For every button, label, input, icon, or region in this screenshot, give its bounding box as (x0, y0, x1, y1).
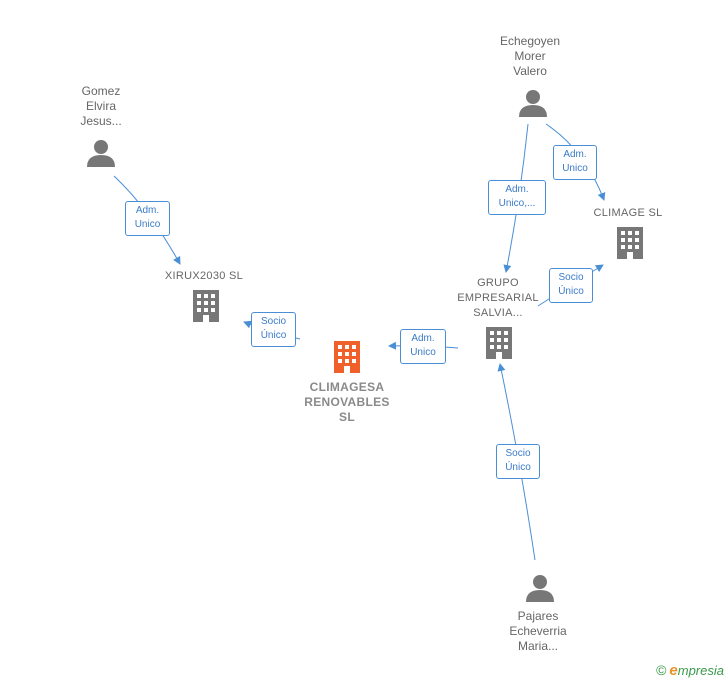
edge-label-gomez-xirux[interactable]: Adm. Unico (125, 201, 170, 236)
person-icon-gomez[interactable] (87, 140, 115, 167)
building-icon-climagesa[interactable] (334, 341, 360, 373)
person-icon-pajares[interactable] (526, 575, 554, 602)
building-icon-xirux[interactable] (193, 290, 219, 322)
edge-label-grupo-climagesa[interactable]: Adm. Unico (400, 329, 446, 364)
copyright-icon: © (656, 662, 667, 678)
node-label-echegoyen[interactable]: Echegoyen Morer Valero (499, 34, 561, 78)
building-icon-climage[interactable] (617, 227, 643, 259)
person-icon-echegoyen[interactable] (519, 90, 547, 117)
node-label-climage[interactable]: CLIMAGE SL (593, 207, 663, 219)
node-label-pajares[interactable]: Pajares Echeverria Maria... (509, 609, 567, 653)
edge-label-echegoyen-climage[interactable]: Adm. Unico (553, 145, 597, 180)
node-label-grupo[interactable]: GRUPO EMPRESARIAL SALVIA... (457, 277, 539, 319)
edge-label-echegoyen-grupo[interactable]: Adm. Unico,... (488, 180, 546, 215)
brand-logo-initial: e (669, 662, 678, 679)
node-label-xirux[interactable]: XIRUX2030 SL (164, 270, 244, 282)
node-label-gomez[interactable]: Gomez Elvira Jesus... (80, 84, 122, 128)
edge-label-pajares-grupo[interactable]: Socio Único (496, 444, 540, 479)
copyright-brand: ©empresia (656, 662, 724, 679)
building-icon-grupo[interactable] (486, 327, 512, 359)
edge-label-grupo-climage[interactable]: Socio Único (549, 268, 593, 303)
node-label-climagesa[interactable]: CLIMAGESA RENOVABLES SL (304, 380, 390, 424)
edge-label-climagesa-xirux[interactable]: Socio Único (251, 312, 296, 347)
brand-logo-text: mpresia (677, 663, 724, 678)
